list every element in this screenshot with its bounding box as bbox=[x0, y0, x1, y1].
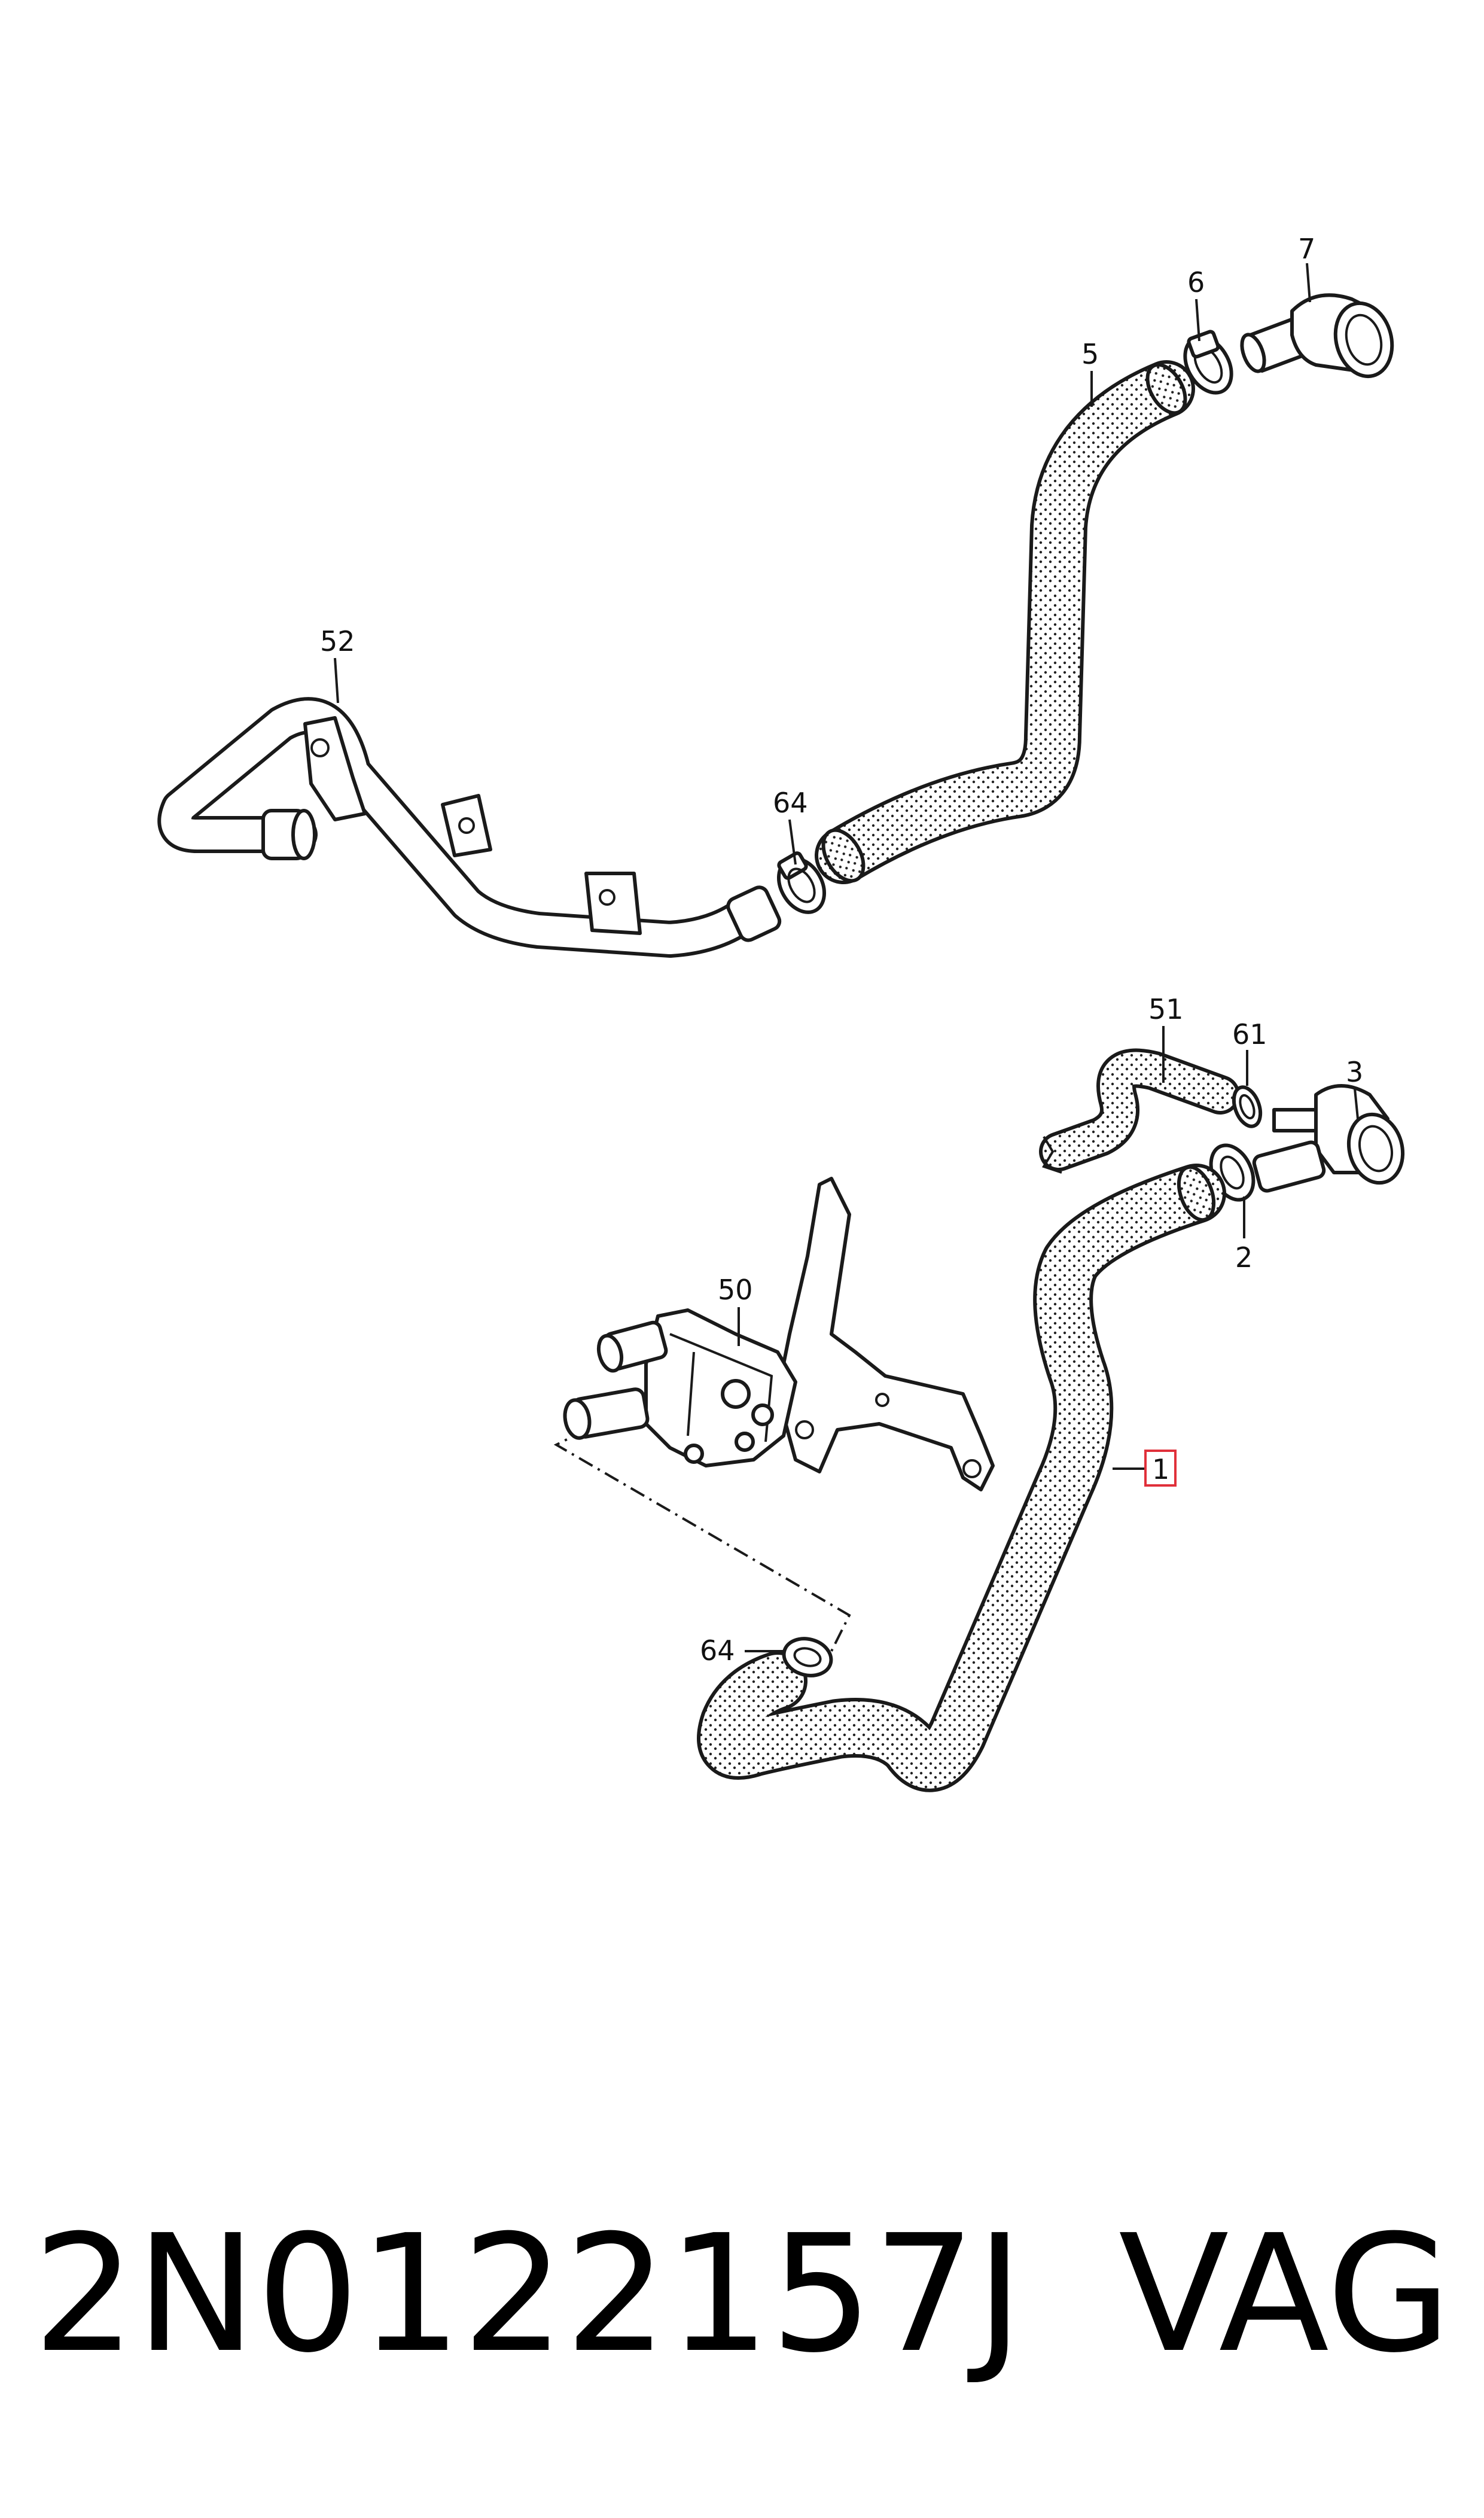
hose-5 bbox=[815, 360, 1195, 884]
clamp-61 bbox=[1232, 1085, 1263, 1128]
callout-64-top: 64 bbox=[773, 787, 808, 819]
callout-64-bottom: 64 bbox=[700, 1634, 735, 1667]
pump-50 bbox=[563, 1177, 995, 1491]
clamp-6 bbox=[1183, 330, 1233, 395]
connector-7 bbox=[1240, 293, 1394, 379]
callout-50: 50 bbox=[718, 1274, 753, 1306]
clamp-2 bbox=[1209, 1140, 1326, 1202]
callout-1: 1 bbox=[1152, 1453, 1169, 1485]
clamp-64-top bbox=[777, 851, 826, 914]
hose-1 bbox=[697, 1164, 1226, 1792]
callout-52: 52 bbox=[320, 625, 355, 657]
callout-5: 5 bbox=[1081, 338, 1099, 370]
callout-3: 3 bbox=[1346, 1056, 1363, 1088]
part-number: 2N0122157J bbox=[33, 2200, 1023, 2388]
highlight-box-1 bbox=[1144, 1450, 1177, 1487]
assembly-line bbox=[553, 1429, 851, 1652]
callout-2: 2 bbox=[1235, 1241, 1253, 1274]
clamp-64-bottom bbox=[782, 1637, 833, 1677]
callout-51: 51 bbox=[1148, 993, 1184, 1025]
callout-6: 6 bbox=[1187, 266, 1205, 299]
brand-name: VAG bbox=[1119, 2200, 1452, 2388]
hose-51 bbox=[1039, 1048, 1240, 1174]
pipe-52 bbox=[157, 697, 782, 958]
callout-61: 61 bbox=[1232, 1018, 1267, 1051]
callout-7: 7 bbox=[1298, 233, 1315, 265]
connector-3 bbox=[1272, 1084, 1405, 1185]
